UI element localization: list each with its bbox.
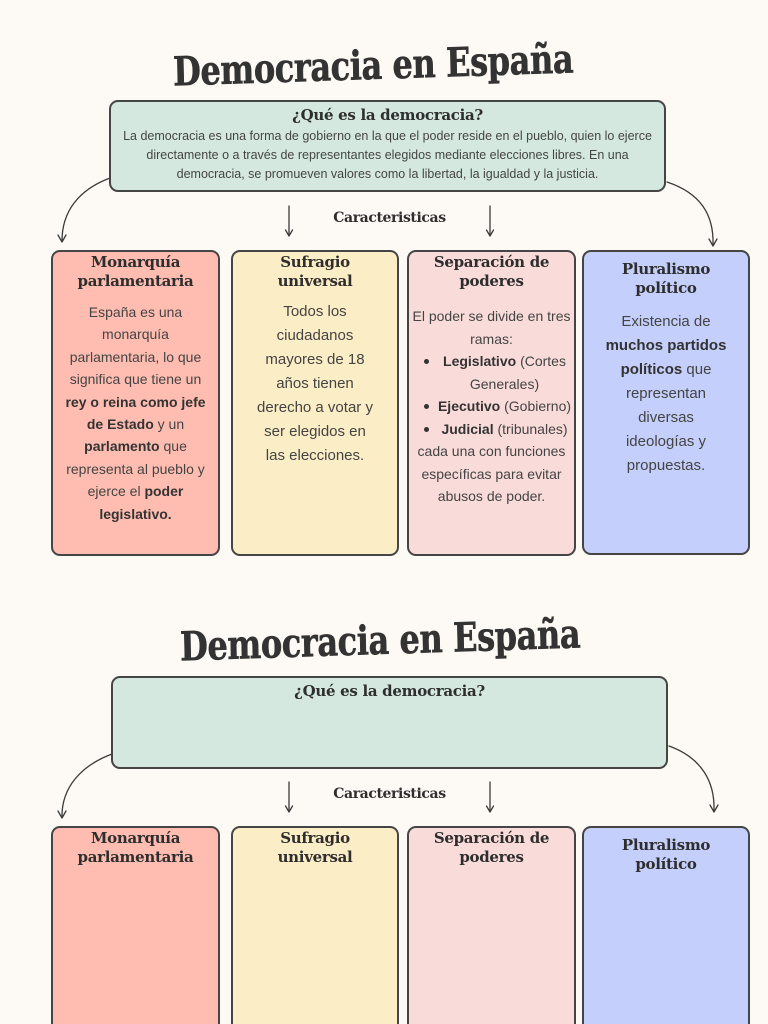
definition-box: ¿Qué es la democracia? — [111, 676, 668, 769]
card-title: Pluralismo político — [621, 260, 711, 297]
card-body: Todos los ciudadanos mayores de 18 años … — [254, 300, 376, 468]
card-body-text: que representa al pueblo y ejerce el — [66, 438, 205, 500]
branch-name: Legislativo — [443, 353, 517, 369]
card-body: España es una monarquía parlamentaria, l… — [61, 301, 211, 525]
card-body-text: Todos los ciudadanos mayores de 18 años … — [257, 303, 373, 464]
definition-heading: ¿Qué es la democracia? — [292, 106, 483, 124]
page-title: Democracia en España — [0, 610, 760, 671]
card-title: Sufragio universal — [277, 253, 353, 290]
card-title: Pluralismo político — [621, 836, 711, 873]
card-body: Existencia de muchos partidos políticos … — [604, 310, 728, 478]
card-body-outro: cada una con funciones específicas para … — [417, 443, 566, 504]
card-monarquia: Monarquía parlamentaria — [51, 826, 220, 1024]
page-title-text: Democracia en España — [179, 610, 581, 671]
card-body-emphasis: muchos partidos políticos — [605, 337, 727, 378]
section2-arrow-right — [668, 745, 719, 813]
bullet-icon — [423, 359, 429, 364]
characteristics-label: Caracteristicas — [333, 210, 446, 226]
definition-box: ¿Qué es la democracia? La democracia es … — [109, 100, 666, 192]
card-monarquia: Monarquía parlamentaria España es una mo… — [51, 250, 220, 556]
section2-arrow-down-left — [284, 781, 294, 813]
page-title-text: Democracia en España — [172, 35, 574, 96]
branch-name: Judicial — [441, 420, 494, 437]
card-title: Separación de poderes — [433, 829, 550, 866]
section1-arrow-right — [666, 181, 718, 247]
bullet-icon — [423, 426, 429, 432]
card-body-text: que representan diversas ideologías y pr… — [625, 361, 712, 474]
card-separacion: Separación de poderes — [407, 826, 576, 1024]
branch-detail: (Cortes Generales) — [469, 353, 566, 392]
branch-detail: (Gobierno) — [504, 398, 572, 414]
card-pluralismo: Pluralismo político Existencia de muchos… — [582, 250, 750, 555]
page-title: Democracia en España — [0, 35, 746, 96]
card-body-text: España es una monarquía parlamentaria, l… — [69, 304, 202, 388]
characteristics-label: Caracteristicas — [333, 786, 446, 802]
card-body-emphasis: rey o reina como jefe de Estado — [65, 393, 206, 433]
section2-arrow-down-right — [485, 781, 495, 813]
card-body-text: Existencia de — [621, 313, 711, 330]
card-title: Monarquía parlamentaria — [77, 829, 194, 866]
card-body-intro: El poder se divide en tres ramas: — [412, 308, 571, 347]
section1-arrow-down-left — [284, 205, 294, 237]
card-body: El poder se divide en tres ramas: Legisl… — [411, 305, 573, 508]
card-title: Sufragio universal — [277, 829, 353, 866]
card-title: Monarquía parlamentaria — [77, 253, 194, 290]
definition-text: La democracia es una forma de gobierno e… — [123, 129, 652, 181]
card-sufragio: Sufragio universal Todos los ciudadanos … — [231, 250, 399, 556]
bullet-icon — [423, 404, 429, 409]
definition-heading: ¿Qué es la democracia? — [294, 682, 485, 700]
branch-detail: (tribunales) — [497, 420, 568, 437]
card-body-text: y un — [153, 416, 185, 433]
card-body-emphasis: parlamento — [84, 438, 160, 455]
card-sufragio: Sufragio universal — [231, 826, 399, 1024]
section1-arrow-down-right — [485, 205, 495, 237]
list-item: Legislativo (Cortes Generales) — [423, 350, 573, 395]
branch-name: Ejecutivo — [437, 398, 501, 414]
section1-arrow-left — [57, 177, 111, 243]
card-body-emphasis: poder legislativo. — [99, 483, 184, 522]
list-item: Ejecutivo (Gobierno) — [423, 395, 573, 418]
card-separacion: Separación de poderes El poder se divide… — [407, 250, 576, 556]
card-title: Separación de poderes — [433, 253, 550, 290]
branches-list: Legislativo (Cortes Generales) Ejecutivo… — [411, 350, 573, 440]
list-item: Judicial (tribunales) — [423, 418, 573, 441]
card-pluralismo: Pluralismo político — [582, 826, 750, 1024]
section2-arrow-left — [57, 753, 113, 819]
